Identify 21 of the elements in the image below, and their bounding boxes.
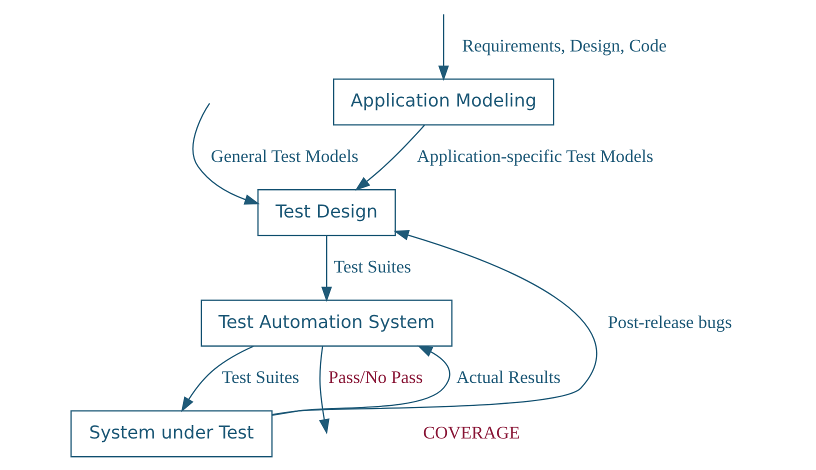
label: COVERAGE bbox=[423, 422, 520, 442]
node-box: System under Test bbox=[70, 410, 273, 458]
edge-label: Post-release bugs bbox=[608, 312, 732, 332]
edge-label: Actual Results bbox=[456, 367, 561, 388]
edge-label: General Test Models bbox=[210, 146, 358, 166]
arrow bbox=[272, 345, 450, 416]
arrow bbox=[272, 230, 598, 416]
arrow bbox=[321, 236, 332, 302]
arrow bbox=[192, 103, 260, 205]
edge-label: Test Suites bbox=[222, 367, 300, 388]
edge-label: Application-specific Test Models bbox=[416, 146, 654, 166]
arrow bbox=[318, 346, 330, 434]
edge-label: Test Suites bbox=[334, 256, 412, 277]
arrow bbox=[438, 14, 449, 81]
node-box: Application Modeling bbox=[333, 78, 554, 126]
node-box: Test Automation System bbox=[200, 300, 452, 347]
edge-label: Requirements, Design, Code bbox=[462, 35, 667, 56]
arrow bbox=[354, 124, 425, 191]
edge-label: Pass/No Pass bbox=[328, 367, 423, 388]
arrow bbox=[181, 346, 254, 412]
node-box: Test Design bbox=[257, 189, 396, 236]
